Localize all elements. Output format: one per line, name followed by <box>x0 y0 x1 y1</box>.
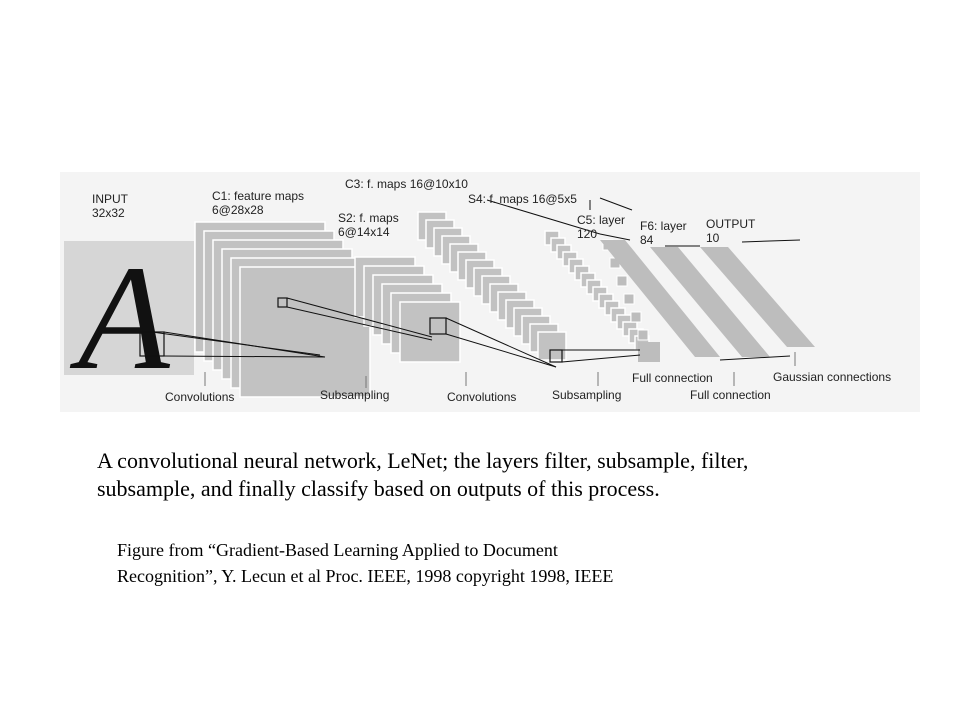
fc-band-1 <box>600 240 720 357</box>
op-gaussian-connections: Gaussian connections <box>773 370 891 384</box>
c1-map-6 <box>239 266 371 398</box>
c1-receptive-field <box>277 297 288 308</box>
f6-output-block <box>638 342 660 362</box>
input-glyph: A <box>69 235 171 401</box>
connection-line-3 <box>151 331 321 356</box>
op-full-connection-1: Full connection <box>632 371 713 385</box>
s4-receptive-field <box>549 349 563 363</box>
connection-line-2 <box>163 355 326 358</box>
credit-line-1: Figure from “Gradient-Based Learning App… <box>117 540 558 560</box>
c5-unit-5 <box>630 311 642 323</box>
op-full-connection-2: Full connection <box>690 388 771 402</box>
connection-line-15 <box>719 355 791 361</box>
c5-unit-3 <box>616 275 628 287</box>
c5-unit-6 <box>637 329 649 341</box>
connection-line-7 <box>445 333 557 368</box>
connection-line-11 <box>599 197 633 211</box>
input-image <box>64 241 194 375</box>
figure-credit: Figure from “Gradient-Based Learning App… <box>117 537 897 589</box>
op-convolutions-1: Convolutions <box>165 390 234 404</box>
s4-map-16 <box>537 331 567 361</box>
connection-line-13 <box>599 233 631 241</box>
c1-feature-maps <box>194 221 371 398</box>
op-subsampling-2: Subsampling <box>552 388 621 402</box>
fully-connected-bands <box>600 239 815 362</box>
figure-caption: A convolutional neural network, LeNet; t… <box>97 447 917 503</box>
credit-line-2: Recognition”, Y. Lecun et al Proc. IEEE,… <box>117 566 614 586</box>
fc-band-2 <box>650 247 770 357</box>
op-convolutions-2: Convolutions <box>447 390 516 404</box>
caption-line-2: subsample, and finally classify based on… <box>97 476 660 501</box>
c5-unit-4 <box>623 293 635 305</box>
connection-line-5 <box>286 306 433 341</box>
fc-band-3 <box>700 247 815 347</box>
connection-line-12 <box>486 199 601 235</box>
label-s4: S4: f. maps 16@5x5 <box>468 192 577 206</box>
connection-line-9 <box>561 354 641 363</box>
s4-feature-maps <box>417 211 567 361</box>
connection-line-16 <box>741 239 801 243</box>
connection-line-4 <box>286 297 433 338</box>
label-c3: C3: f. maps 16@10x10 <box>345 177 468 191</box>
s2-receptive-field <box>429 317 447 335</box>
connection-line-6 <box>445 317 557 368</box>
op-subsampling-1: Subsampling <box>320 388 389 402</box>
connection-lines <box>151 197 801 368</box>
caption-line-1: A convolutional neural network, LeNet; t… <box>97 448 749 473</box>
